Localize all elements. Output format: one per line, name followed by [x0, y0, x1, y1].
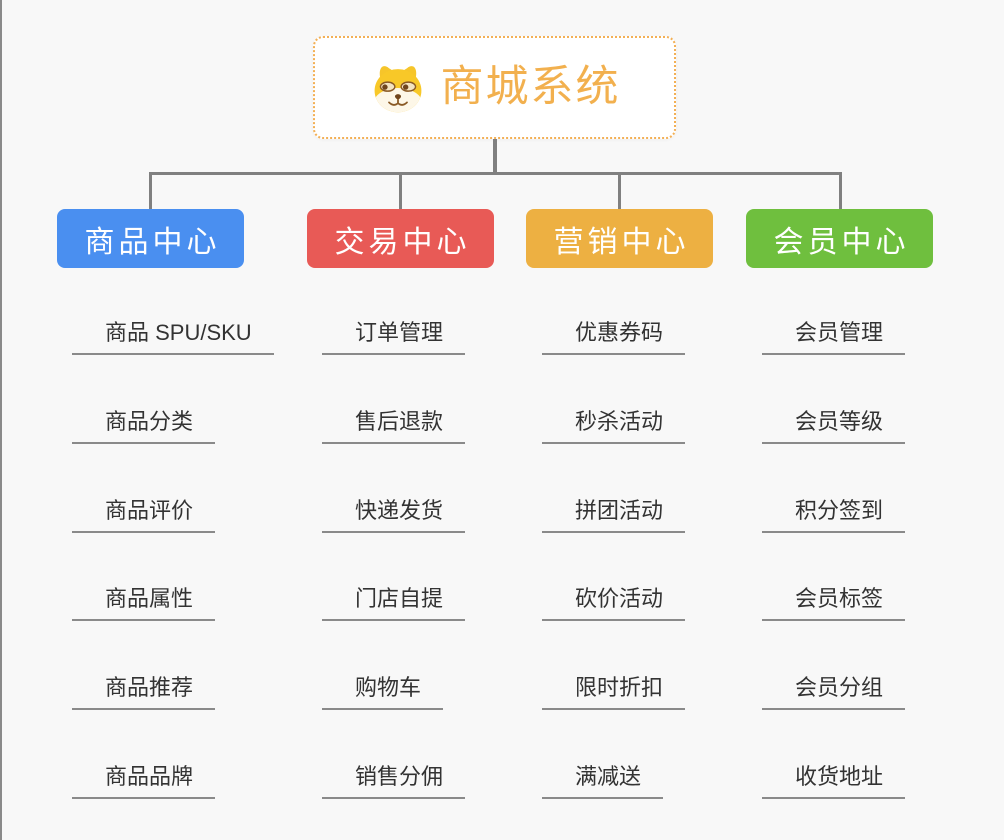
leaf-node[interactable]: 购物车 — [322, 668, 444, 710]
leaf-node[interactable]: 会员管理 — [762, 313, 906, 355]
leaf-node[interactable]: 售后退款 — [322, 402, 466, 444]
leaf-node[interactable]: 商品品牌 — [72, 757, 216, 799]
connector-root-stem — [493, 139, 497, 173]
leaf-node[interactable]: 商品推荐 — [72, 668, 216, 710]
leaf-node[interactable]: 门店自提 — [322, 579, 466, 621]
connector-drop-trade — [399, 172, 402, 209]
leaf-node[interactable]: 秒杀活动 — [542, 402, 686, 444]
leaf-node[interactable]: 商品 SPU/SKU — [72, 313, 274, 355]
connector-drop-marketing — [618, 172, 621, 209]
connector-drop-members — [839, 172, 842, 209]
leaf-node[interactable]: 积分签到 — [762, 491, 906, 533]
leaf-node[interactable]: 商品分类 — [72, 402, 216, 444]
branch-node-trade[interactable]: 交易中心 — [307, 209, 494, 268]
leaf-node[interactable]: 商品评价 — [72, 491, 216, 533]
branch-node-members[interactable]: 会员中心 — [746, 209, 933, 268]
leaf-node[interactable]: 优惠券码 — [542, 313, 686, 355]
leaf-node[interactable]: 快递发货 — [322, 491, 466, 533]
root-node[interactable]: 商城系统 — [313, 36, 676, 139]
leaf-node[interactable]: 满减送 — [542, 757, 664, 799]
leaf-node[interactable]: 收货地址 — [762, 757, 906, 799]
leaf-node[interactable]: 拼团活动 — [542, 491, 686, 533]
connector-spine-products — [0, 0, 2, 531]
leaf-node[interactable]: 限时折扣 — [542, 668, 686, 710]
connector-drop-products — [149, 172, 152, 209]
leaf-node[interactable]: 商品属性 — [72, 579, 216, 621]
leaf-node[interactable]: 会员等级 — [762, 402, 906, 444]
leaf-node[interactable]: 销售分佣 — [322, 757, 466, 799]
leaf-node[interactable]: 砍价活动 — [542, 579, 686, 621]
connector-bus-line — [149, 172, 840, 175]
branch-node-marketing[interactable]: 营销中心 — [526, 209, 713, 268]
leaf-node[interactable]: 会员分组 — [762, 668, 906, 710]
shiba-dog-icon — [374, 65, 421, 112]
root-title: 商城系统 — [440, 63, 621, 111]
leaf-node[interactable]: 订单管理 — [322, 313, 466, 355]
branch-node-products[interactable]: 商品中心 — [57, 209, 244, 268]
leaf-node[interactable]: 会员标签 — [762, 579, 906, 621]
connector-spine-trade — [0, 531, 2, 840]
